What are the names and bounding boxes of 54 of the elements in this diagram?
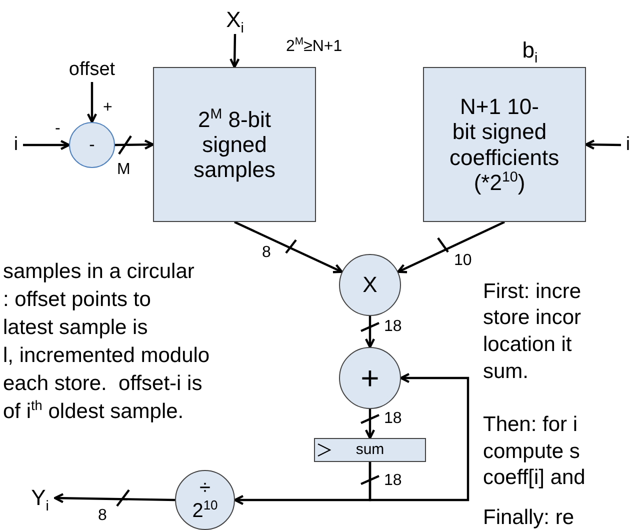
arrow — [584, 140, 622, 150]
constraint-note: 2$^{M}$≥N+1 — [286, 38, 342, 56]
bus-width-label: 8 — [262, 244, 271, 262]
node-label: sum — [356, 441, 384, 459]
note-text: Finally: re — [483, 506, 574, 530]
arrow — [54, 493, 176, 504]
node-label: N+1 10-bit signed coefficients (*2$^{10}$) — [450, 94, 560, 196]
arrow — [368, 372, 470, 502]
bus-width-label: 8 — [98, 507, 107, 526]
operator-circle — [69, 122, 115, 168]
note-text: location it — [483, 333, 572, 358]
note-text: store incor — [483, 306, 582, 330]
register-bar — [314, 438, 426, 462]
arrow — [114, 140, 154, 150]
note-text: samples in a circular — [3, 260, 194, 284]
node-label: + — [360, 360, 380, 396]
arrow — [230, 34, 240, 68]
signal-label: offset — [60, 58, 124, 82]
note-text: coeff[i] and — [483, 466, 586, 490]
signal-label: X$_{i}$ — [220, 6, 250, 34]
bus-width-label: M — [117, 161, 130, 180]
signal-label: Y$_{i}$ — [25, 484, 55, 512]
note-text: each store. offset-i is — [3, 372, 202, 396]
note-text: sum. — [483, 360, 529, 384]
node-label: X — [362, 272, 378, 298]
arrow — [23, 140, 70, 150]
bus-width-label: 18 — [384, 318, 402, 336]
memory-block — [153, 67, 316, 222]
node-label: - — [89, 135, 95, 155]
signal-label: b$_{i}$ — [522, 37, 538, 63]
arrow — [364, 409, 376, 440]
sign-label: + — [103, 99, 112, 118]
bus-width-label: 10 — [454, 252, 472, 270]
arrow — [234, 462, 372, 506]
arrow — [397, 221, 505, 274]
bus-width-label: 18 — [384, 410, 402, 428]
arrow — [364, 316, 376, 348]
node-label: 2$^{10}$ — [192, 500, 218, 523]
arrow — [86, 82, 98, 124]
note-text: compute s — [483, 440, 580, 464]
note-text: of i$^{th}$ oldest sample. — [3, 400, 184, 424]
note-text: l, incremented modulo — [3, 344, 210, 368]
bus-width-label: 18 — [384, 472, 402, 490]
node-label: ÷ — [200, 477, 210, 500]
note-text: latest sample is — [3, 316, 148, 340]
sign-label: - — [55, 120, 60, 138]
note-text: : offset points to — [3, 288, 151, 312]
arrow — [234, 221, 343, 274]
memory-block — [423, 67, 586, 222]
signal-label: i — [9, 133, 23, 157]
note-text: First: incre — [483, 280, 582, 304]
node-label: 2$^{M}$ 8-bit signed samples — [192, 106, 276, 182]
signal-label: i — [621, 133, 635, 157]
note-text: Then: for i — [483, 413, 578, 438]
